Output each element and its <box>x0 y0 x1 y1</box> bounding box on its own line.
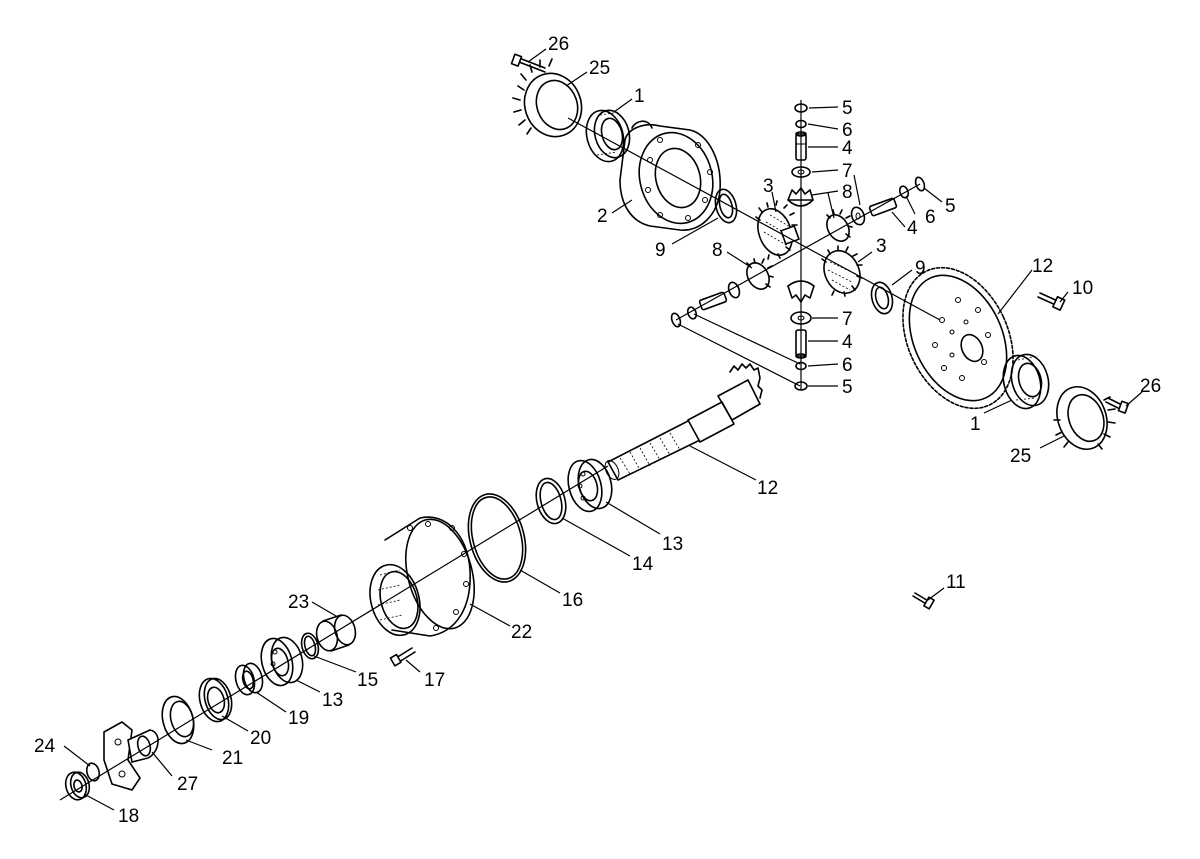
callout-2: 2 <box>597 206 608 227</box>
callout-1: 1 <box>634 86 645 107</box>
callout-21: 21 <box>222 748 243 769</box>
assembly-axis-lines <box>59 100 941 801</box>
part-2-differential-case <box>619 120 721 231</box>
part-4-pin-left <box>698 291 728 311</box>
callout-14: 14 <box>632 554 654 575</box>
part-13-bearing-top <box>567 458 613 513</box>
callout-10: 10 <box>1072 278 1093 299</box>
callout-labels: 26 25 1 2 9 3 5 6 4 7 8 5 6 4 8 3 9 12 1… <box>34 34 1161 827</box>
callout-3: 3 <box>876 236 887 257</box>
callout-18: 18 <box>118 806 139 827</box>
callout-16: 16 <box>562 590 583 611</box>
callout-4: 4 <box>907 218 918 239</box>
part-3-side-gear-right <box>821 245 863 297</box>
callout-12: 12 <box>1032 256 1053 277</box>
part-11-bolt <box>912 592 935 610</box>
callout-5: 5 <box>945 196 956 217</box>
part-8-pinion-gear-right <box>826 209 853 242</box>
callout-13: 13 <box>322 690 343 711</box>
part-23-spacer <box>315 614 357 652</box>
callout-25: 25 <box>589 58 610 79</box>
part-25-adjusting-ring-right <box>1053 386 1116 450</box>
callout-5: 5 <box>842 98 853 119</box>
callout-8: 8 <box>842 182 853 203</box>
callout-7: 7 <box>842 309 853 330</box>
callout-4: 4 <box>842 138 853 159</box>
callout-11: 11 <box>946 572 966 593</box>
callout-22: 22 <box>511 622 532 643</box>
part-7-spherical-washer-right <box>850 206 866 226</box>
part-18-nut <box>64 771 91 801</box>
part-9-thrust-washer-right <box>870 281 894 315</box>
callout-9: 9 <box>915 258 926 279</box>
part-8-pinion-gear-left <box>746 258 774 290</box>
part-24-washer <box>85 762 101 782</box>
part-5-circlip-right <box>914 176 926 192</box>
part-6-washer-left <box>686 306 698 320</box>
part-25-adjusting-ring-top <box>512 58 583 138</box>
callout-17: 17 <box>424 670 445 691</box>
part-3-side-gear-left <box>755 200 800 260</box>
part-27-flange-yoke <box>103 721 159 791</box>
leader-lines <box>63 48 1143 811</box>
part-14-shim <box>535 477 567 525</box>
callout-3: 3 <box>763 176 774 197</box>
callout-23: 23 <box>288 592 309 613</box>
callout-27: 27 <box>177 774 198 795</box>
part-20-oil-seal <box>198 677 233 723</box>
callout-8: 8 <box>712 240 723 261</box>
callout-20: 20 <box>250 728 271 749</box>
callout-25: 25 <box>1010 446 1031 467</box>
part-6-washer-right <box>898 185 910 199</box>
callout-19: 19 <box>288 708 309 729</box>
part-7-spherical-washer-left <box>727 281 741 299</box>
part-21-dust-shield <box>161 695 195 745</box>
callout-4: 4 <box>842 332 853 353</box>
part-12-drive-pinion <box>604 363 763 481</box>
callout-26: 26 <box>548 34 569 55</box>
part-1-bearing-top <box>585 109 631 163</box>
callout-12: 12 <box>757 478 778 499</box>
part-17-bolt <box>389 647 416 667</box>
callout-6: 6 <box>842 120 853 141</box>
callout-7: 7 <box>842 161 853 182</box>
part-12-crown-wheel <box>902 266 1014 410</box>
part-5-circlip-left <box>670 312 682 328</box>
part-1-bearing-right <box>1002 353 1050 410</box>
part-22-pinion-carrier <box>369 516 475 637</box>
callout-15: 15 <box>357 670 378 691</box>
callout-5: 5 <box>842 377 853 398</box>
part-16-o-ring <box>467 493 527 583</box>
callout-24: 24 <box>34 736 56 757</box>
callout-6: 6 <box>925 207 936 228</box>
callout-9: 9 <box>655 240 666 261</box>
callout-6: 6 <box>842 355 853 376</box>
part-9-thrust-washer-top <box>714 188 738 224</box>
part-26-bolt-right <box>1105 397 1130 414</box>
callout-13: 13 <box>662 534 683 555</box>
callout-26: 26 <box>1140 376 1161 397</box>
callout-1: 1 <box>970 414 981 435</box>
part-13-bearing-bottom <box>260 636 304 687</box>
